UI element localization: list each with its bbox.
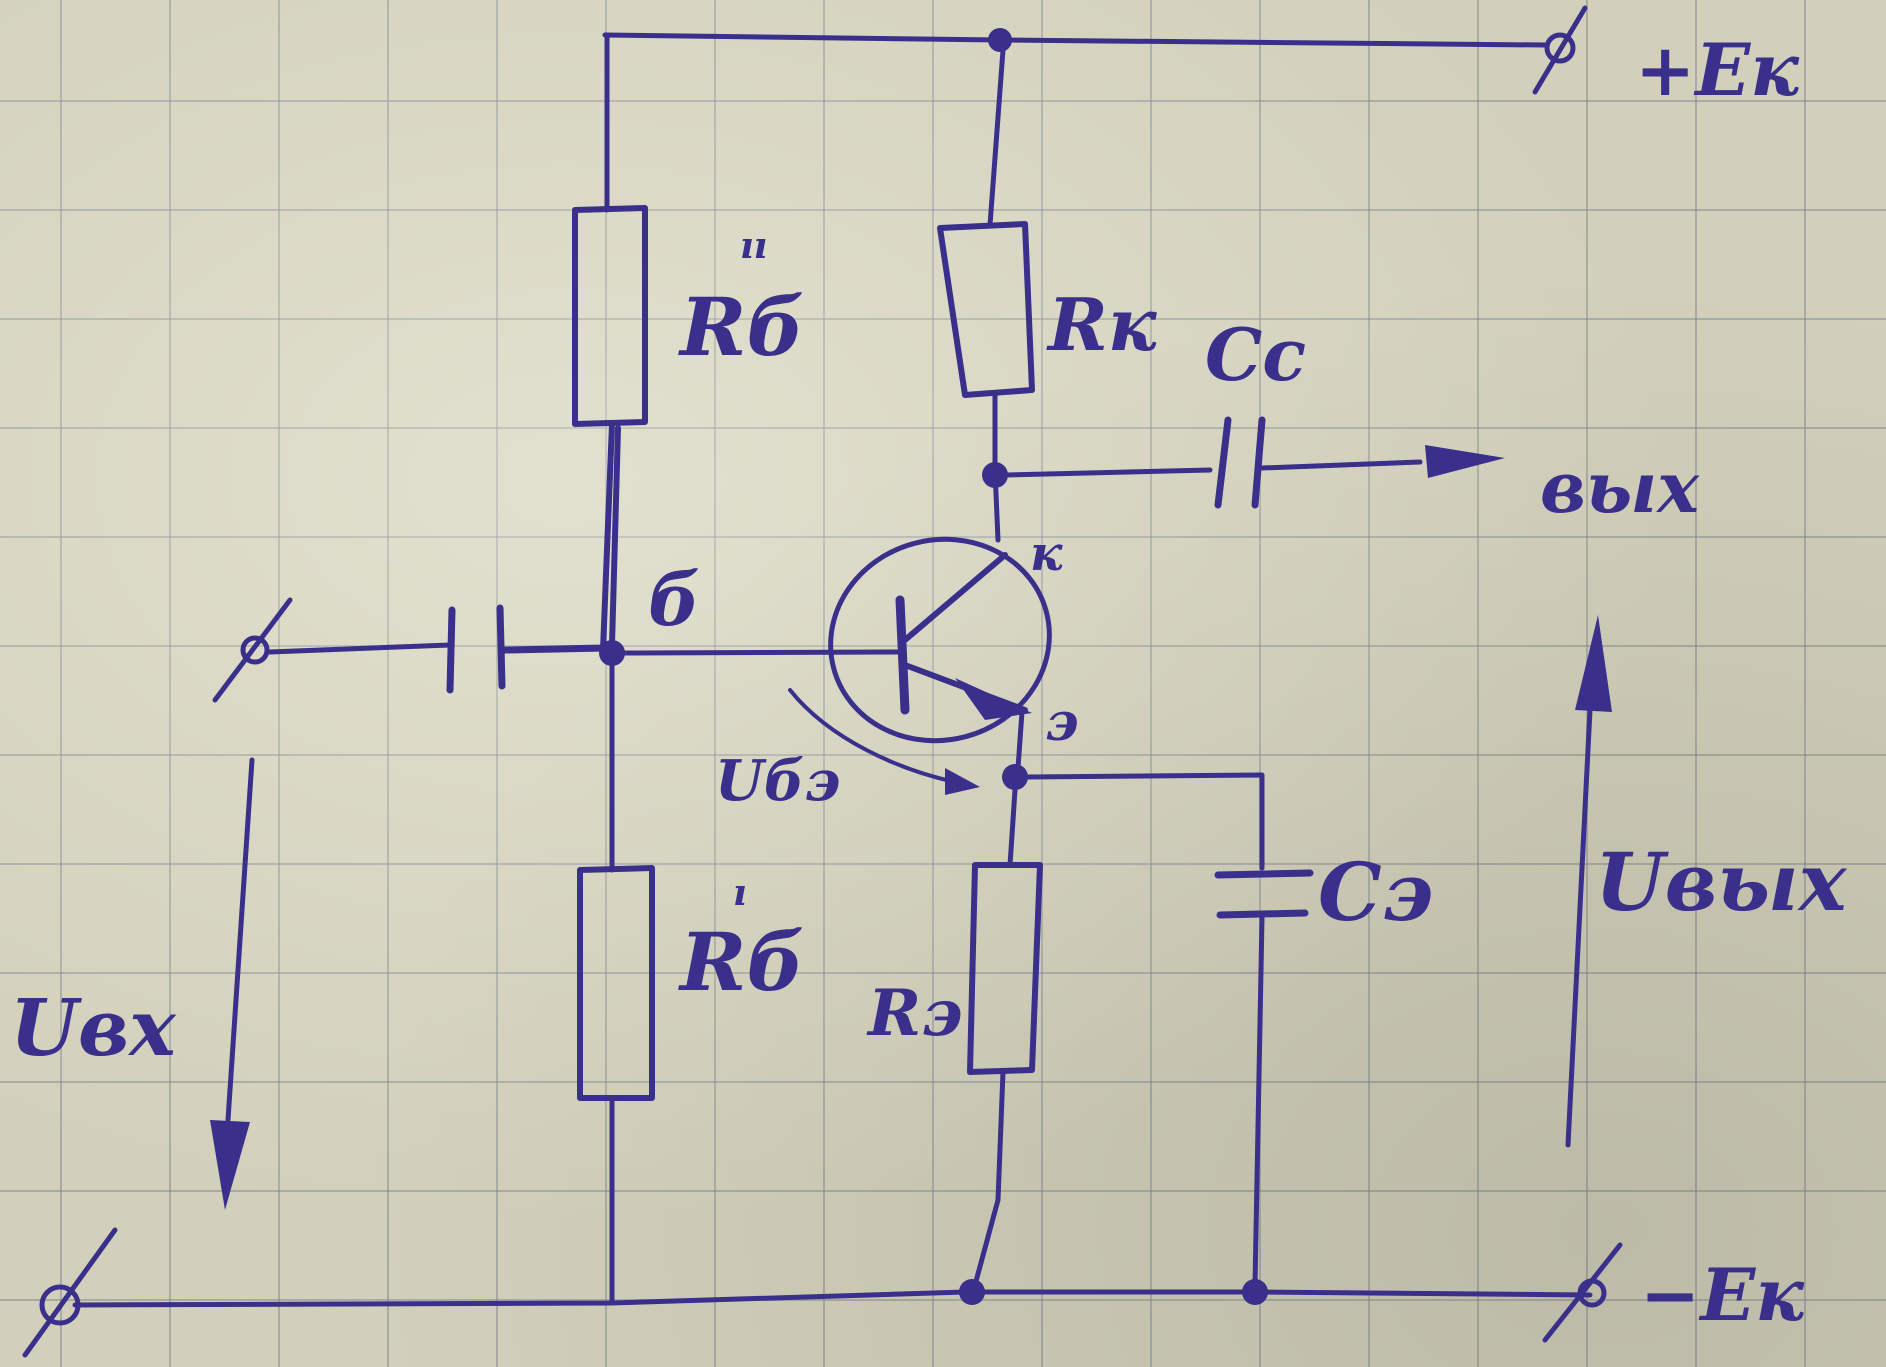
base-label: б	[648, 557, 700, 642]
u-out-label: Uвых	[1595, 835, 1848, 929]
c-e-label: Cэ	[1318, 845, 1433, 939]
u-in-arrowhead	[210, 1120, 250, 1210]
re-label: Rэ	[866, 976, 962, 1051]
out-label: вых	[1540, 446, 1700, 529]
rk-upper-wire	[987, 47, 1006, 228]
u-out-arrowhead	[1575, 615, 1612, 712]
output-wire-left	[1002, 467, 1213, 478]
c-out-label: Cс	[1205, 312, 1306, 397]
transistor-base-bar	[895, 595, 910, 715]
rk-label: Rк	[1046, 282, 1158, 367]
plus-supply-terminal	[1544, 32, 1576, 64]
rb-bottom-resistor	[577, 865, 655, 1101]
top-junction-dot	[988, 28, 1012, 52]
u-be-label: Uбэ	[715, 748, 840, 814]
ce-capacitor	[1214, 869, 1314, 919]
rb-top-resistor	[572, 205, 648, 427]
re-resistor	[967, 862, 1043, 1075]
emitter-arrow	[955, 678, 1032, 720]
emitter-to-ce-wire	[1025, 772, 1265, 871]
collector-junction-dot	[982, 462, 1008, 488]
re-upper-wire	[1007, 787, 1018, 868]
rk-resistor	[937, 221, 1035, 398]
ground-terminal	[39, 1284, 81, 1326]
base-junction-dot	[599, 640, 625, 666]
rb-bottom-label: Rб	[678, 915, 804, 1009]
top-supply-wire	[602, 32, 1548, 48]
output-capacitor	[1214, 416, 1266, 509]
rb-top-mark: ıı	[740, 225, 767, 267]
collector-label: к	[1030, 526, 1063, 582]
emitter-junction-dot	[1002, 764, 1028, 790]
u-in-label: Uвх	[10, 983, 177, 1074]
transistor-envelope	[828, 536, 1052, 744]
rb-bottom-mark: ı	[733, 872, 747, 914]
u-out-arrow-line	[1565, 707, 1593, 1148]
input-wire	[267, 642, 453, 655]
ube-arrowhead	[945, 768, 980, 795]
input-terminal	[240, 635, 270, 665]
input-terminal-slash	[212, 597, 293, 703]
emitter-wire	[1015, 709, 1025, 771]
input-capacitor	[446, 604, 506, 694]
rb-top-lower-wire	[600, 421, 621, 653]
base-wire	[622, 649, 903, 656]
cap-to-base-wire	[501, 644, 609, 654]
ground-terminal-slash	[22, 1227, 118, 1358]
emitter-label: э	[1045, 692, 1079, 753]
minus-supply-terminal-slash	[1542, 1242, 1623, 1343]
re-lower-wire	[972, 1069, 1006, 1288]
ube-arrow-arc	[788, 688, 957, 784]
u-in-arrow-line	[225, 757, 255, 1123]
bottom-supply-wire	[72, 1289, 1593, 1308]
output-wire-right	[1259, 459, 1423, 471]
rb-top-label: Rб	[678, 280, 804, 374]
bottom-junction-dot-re	[959, 1279, 985, 1305]
ce-lower-wire	[1252, 915, 1265, 1288]
transistor-collector-lead	[902, 552, 1008, 643]
output-arrow	[1425, 445, 1505, 478]
plus-supply-terminal-slash	[1532, 5, 1588, 95]
plus-supply-label: +Eк	[1635, 27, 1800, 112]
minus-supply-label: −Eк	[1640, 1252, 1805, 1337]
bottom-junction-dot-ce	[1242, 1279, 1268, 1305]
